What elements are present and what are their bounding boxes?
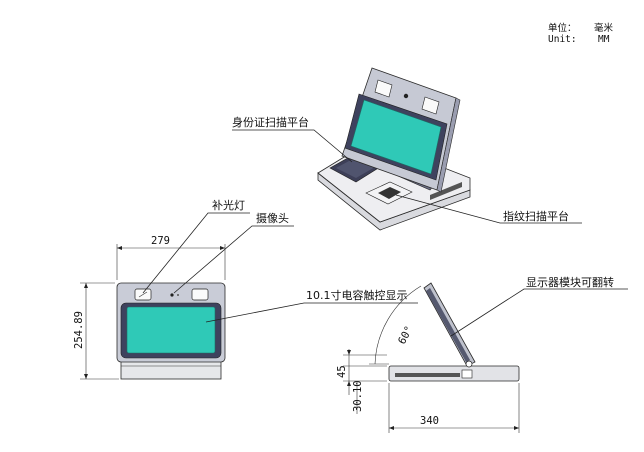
dim-side-3010-text: 30.10: [352, 380, 364, 412]
dim-angle-text: 60°: [396, 324, 416, 346]
unit-label-en: Unit:: [548, 34, 577, 45]
iso-fingerprint-sensor: [378, 187, 401, 199]
front-view: [116, 282, 226, 380]
dim-front-width: 279: [116, 235, 226, 280]
callout-camera-leader: [173, 225, 294, 294]
side-view: [388, 282, 520, 382]
callout-fingerprint: 指纹扫描平台: [395, 194, 582, 224]
front-base: [120, 360, 222, 380]
iso-screen: [350, 99, 442, 175]
callout-camera-text: 摄像头: [256, 211, 289, 225]
callout-camera: 摄像头: [173, 211, 294, 294]
callout-fill-light: 补光灯: [142, 198, 250, 294]
dim-side-heights: 45 30.10: [336, 349, 387, 414]
front-camera-sensor: [177, 294, 179, 296]
isometric-view: [317, 67, 471, 231]
dim-side-depth-text: 340: [420, 415, 439, 427]
callout-flip-display-leader: [450, 288, 628, 337]
callout-fingerprint-text: 指纹扫描平台: [503, 209, 569, 223]
unit-label-cn: 单位：: [548, 22, 577, 34]
side-vent: [395, 373, 460, 377]
dim-front-height: 254.89: [73, 282, 119, 380]
dim-angle-arc: [374, 285, 422, 365]
iso-camera-lens: [403, 93, 409, 99]
iso-lid-edge: [436, 97, 461, 193]
front-fill-light-left-mark: [138, 291, 148, 298]
callout-touch-display-leader: [205, 302, 418, 323]
callout-flip-display: 显示器模块可翻转: [450, 275, 628, 337]
dim-front-height-text: 254.89: [73, 311, 85, 349]
callout-flip-display-text: 显示器模块可翻转: [526, 275, 614, 289]
dim-front-width-text: 279: [151, 235, 170, 247]
callout-fingerprint-leader: [395, 194, 582, 224]
unit-value-en: MM: [598, 34, 610, 45]
callout-touch-display-text: 10.1寸电容触控显示: [306, 288, 408, 302]
unit-note: 单位： Unit: 毫米 MM: [548, 22, 614, 45]
front-fill-light-right: [191, 288, 209, 301]
front-camera-lens: [170, 293, 174, 297]
callout-id-scan-leader: [232, 129, 353, 163]
callout-fill-light-leader: [142, 212, 250, 294]
front-screen: [126, 306, 216, 354]
callout-fill-light-text: 补光灯: [212, 198, 245, 212]
iso-side-vent: [430, 182, 462, 200]
side-hinge: [465, 360, 473, 368]
callout-id-scan-text: 身份证扫描平台: [232, 115, 309, 129]
iso-fill-light-left: [374, 79, 393, 98]
dim-side-45-text: 45: [336, 365, 348, 378]
unit-value-cn: 毫米: [594, 22, 614, 34]
iso-fill-light-right: [421, 96, 440, 115]
dim-side-depth: 340: [388, 383, 520, 433]
side-port: [461, 369, 473, 379]
callout-id-scan: 身份证扫描平台: [232, 115, 353, 163]
callout-touch-display: 10.1寸电容触控显示: [205, 288, 418, 323]
side-lid-bezel: [426, 288, 470, 362]
